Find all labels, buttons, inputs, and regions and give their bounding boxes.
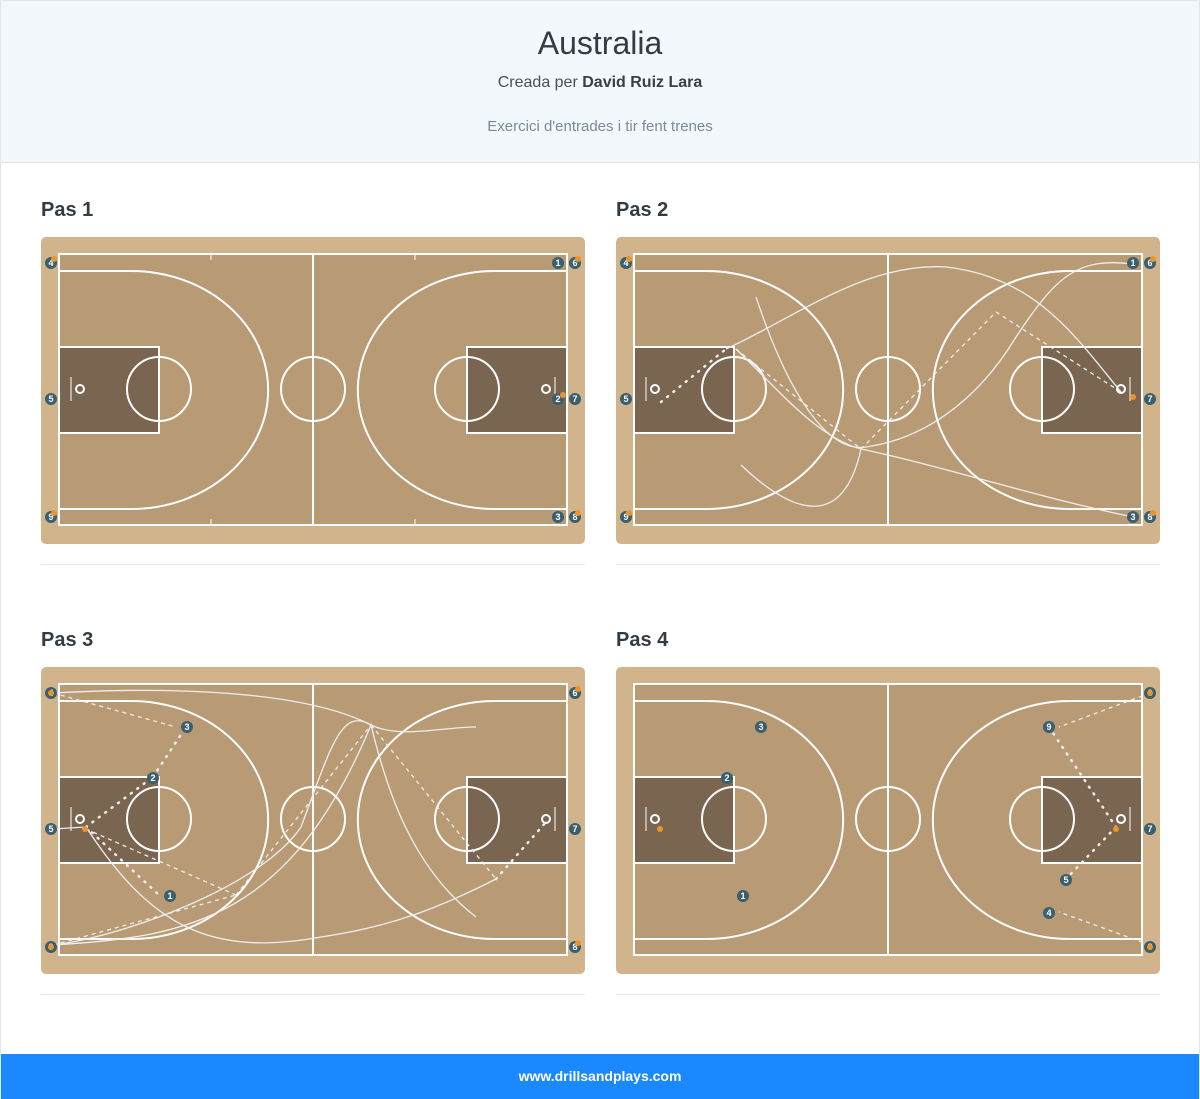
- author-line: Creada per David Ruiz Lara: [1, 74, 1199, 92]
- svg-text:3: 3: [1130, 512, 1135, 522]
- divider-2: [616, 564, 1160, 565]
- step-4-title: Pas 4: [616, 629, 669, 651]
- court-svg-3: 4 5 9 3 2 1 6 7 8: [41, 667, 585, 974]
- svg-text:5: 5: [1063, 875, 1068, 885]
- svg-text:1: 1: [1130, 258, 1135, 268]
- site-footer: www.drillsandplays.com: [1, 1054, 1199, 1099]
- svg-text:9: 9: [1046, 722, 1051, 732]
- svg-text:4: 4: [623, 258, 628, 268]
- svg-text:7: 7: [1147, 394, 1152, 404]
- court-diagram-step-4[interactable]: 3 2 1 9 5 4 6 7 8: [616, 667, 1160, 974]
- step-3-title: Pas 3: [41, 629, 94, 651]
- drill-header: Australia Creada per David Ruiz Lara Exe…: [1, 1, 1199, 163]
- svg-text:2: 2: [724, 773, 729, 783]
- created-by-label: Creada per: [497, 74, 578, 91]
- step-2-title: Pas 2: [616, 199, 669, 221]
- svg-text:4: 4: [1046, 908, 1051, 918]
- svg-text:4: 4: [48, 258, 53, 268]
- svg-text:5: 5: [48, 394, 53, 404]
- step-1-title: Pas 1: [41, 199, 94, 221]
- divider-3: [41, 994, 585, 995]
- court-diagram-step-2[interactable]: 4 5 9 1 6 7 3 8: [616, 237, 1160, 544]
- court-svg-4: 3 2 1 9 5 4 6 7 8: [616, 667, 1160, 974]
- svg-text:1: 1: [555, 258, 560, 268]
- divider-4: [616, 994, 1160, 995]
- svg-text:7: 7: [1147, 824, 1152, 834]
- svg-text:2: 2: [555, 394, 560, 404]
- court-svg-1: 4 5 9 1 6 2 7 3 8: [41, 237, 585, 544]
- drill-title: Australia: [537, 25, 663, 61]
- svg-text:9: 9: [623, 512, 628, 522]
- svg-text:8: 8: [572, 512, 577, 522]
- drill-description: Exercici d'entrades i tir fent trenes: [487, 118, 713, 135]
- court-diagram-step-1[interactable]: 4 5 9 1 6 2 7 3 8: [41, 237, 585, 544]
- svg-text:1: 1: [167, 891, 172, 901]
- svg-text:6: 6: [1147, 258, 1152, 268]
- svg-text:3: 3: [758, 722, 763, 732]
- svg-text:7: 7: [572, 824, 577, 834]
- svg-text:2: 2: [150, 773, 155, 783]
- court-svg-2: 4 5 9 1 6 7 3 8: [616, 237, 1160, 544]
- svg-text:8: 8: [1147, 512, 1152, 522]
- court-diagram-step-3[interactable]: 4 5 9 3 2 1 6 7 8: [41, 667, 585, 974]
- author-name[interactable]: David Ruiz Lara: [582, 74, 703, 91]
- svg-text:7: 7: [572, 394, 577, 404]
- svg-text:6: 6: [572, 688, 577, 698]
- svg-text:5: 5: [623, 394, 628, 404]
- svg-text:5: 5: [48, 824, 53, 834]
- svg-text:9: 9: [48, 512, 53, 522]
- svg-text:6: 6: [572, 258, 577, 268]
- divider-1: [41, 564, 585, 565]
- footer-link[interactable]: www.drillsandplays.com: [518, 1068, 682, 1084]
- svg-text:8: 8: [572, 942, 577, 952]
- svg-text:1: 1: [740, 891, 745, 901]
- svg-text:3: 3: [184, 722, 189, 732]
- svg-text:3: 3: [555, 512, 560, 522]
